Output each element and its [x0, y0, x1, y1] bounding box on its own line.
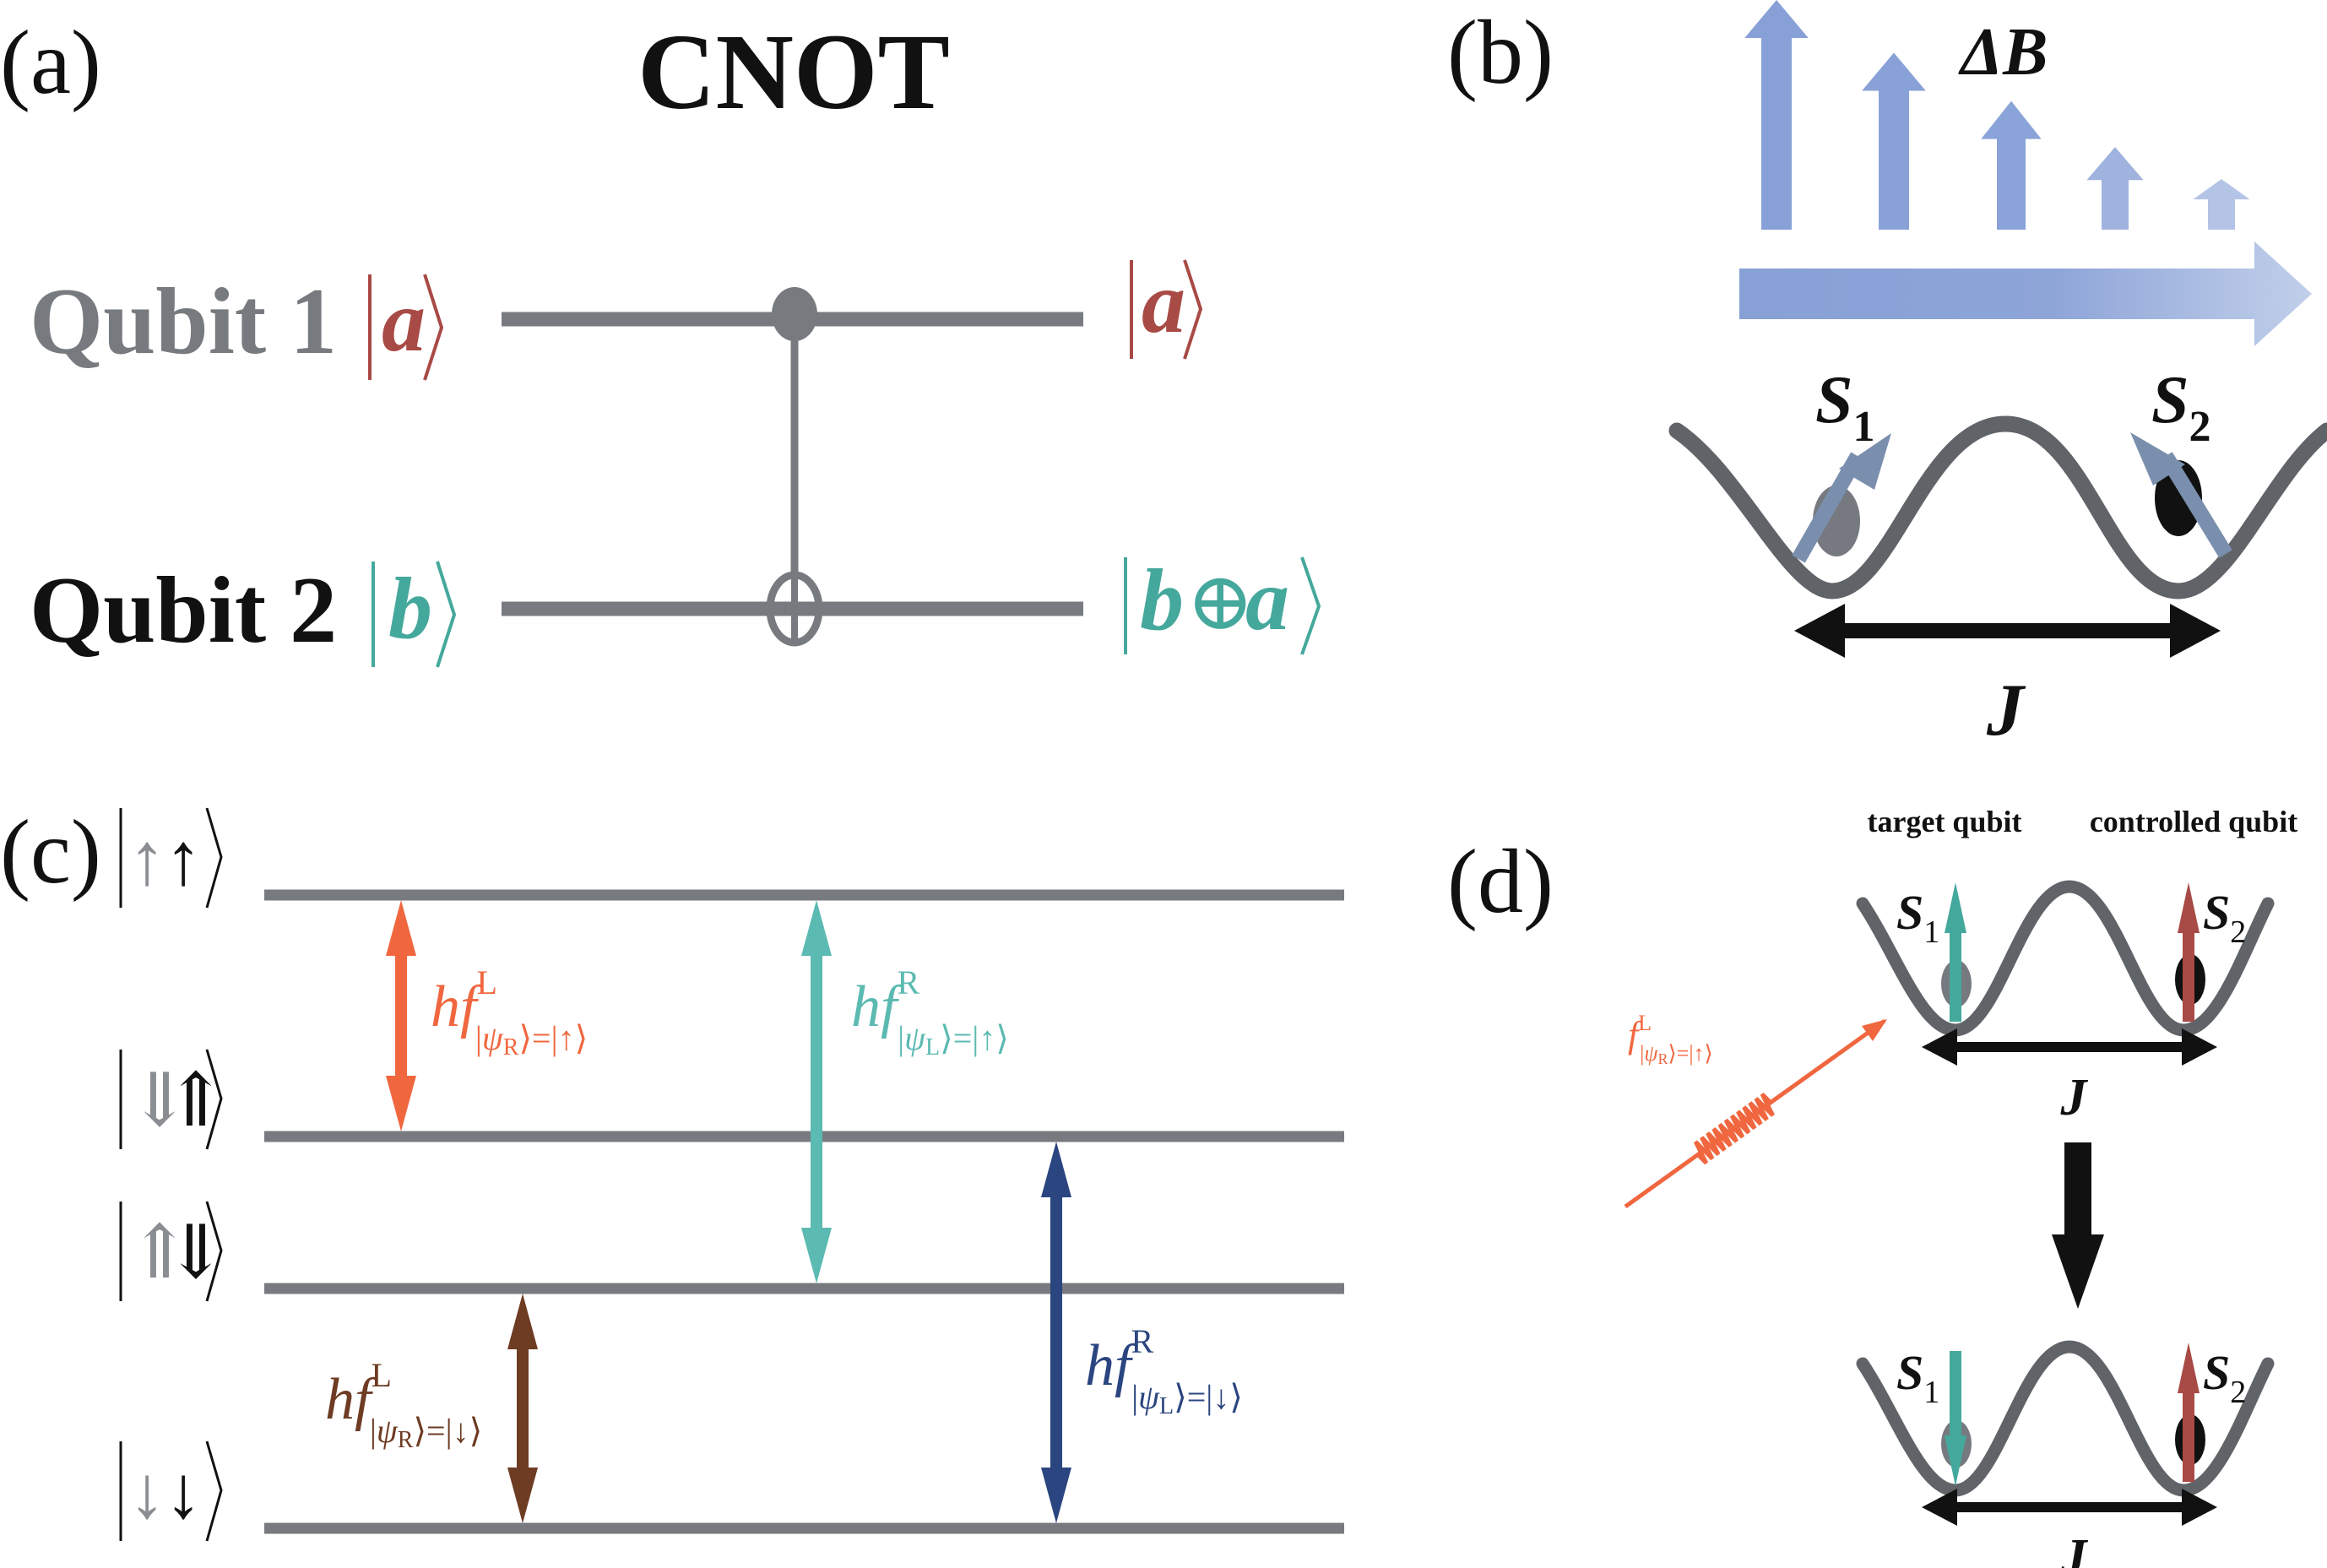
level-ket-down-up: ⇓⇑: [119, 1049, 227, 1150]
panel-label-b: (b): [1447, 3, 1554, 103]
j-label-d: J: [2060, 1529, 2089, 1568]
spin-arrow-s2: [2130, 432, 2232, 558]
s2-label-d: S2: [2203, 1345, 2246, 1410]
field-arrow: [1744, 0, 1809, 230]
transition-arrow-right-given-left-up: [801, 900, 832, 1283]
qubit1-label: Qubit 1: [30, 269, 337, 374]
ket-a-output: a: [1130, 254, 1203, 360]
ket-b-xor-a-output: b ⊕ a: [1124, 551, 1321, 655]
ket-out-a: a: [1245, 551, 1289, 648]
right-spin-symbol: ⇓: [165, 1213, 227, 1294]
ket-b-input: b: [372, 560, 457, 668]
field-arrow: [2193, 179, 2250, 230]
transition-down-arrow: [2052, 1142, 2104, 1309]
right-spin-symbol: ↑: [165, 819, 202, 901]
panel-a: (a) CNOT Qubit 1 Qubit 2 a b a: [0, 12, 1321, 668]
panel-b: (b) ΔB S1 S2 J: [1447, 0, 2327, 751]
s1-label-d: S1: [1896, 1345, 1939, 1410]
s2-label-b: S2: [2151, 363, 2211, 451]
well-potential: [1856, 1340, 2275, 1497]
xor-operator: ⊕: [1186, 556, 1254, 647]
panel-c: (c) ↑↑⇓⇑⇑⇓↓↓ hfL|ψR⟩=|↑⟩hfR|ψL⟩=|↑⟩hfL|ψ…: [0, 802, 1344, 1542]
left-spin-symbol: ↓: [128, 1452, 165, 1534]
delta-b-label: ΔB: [1958, 15, 2048, 90]
field-gradient-arrows: [1744, 0, 2250, 231]
double-well-before: S1 S2J: [1856, 880, 2275, 1126]
s1-label-d: S1: [1896, 885, 1939, 950]
level-ket-up-down: ⇑⇓: [119, 1201, 227, 1302]
j-label-d: J: [2060, 1069, 2089, 1126]
drive-frequency-label: fL|ψR⟩=|↑⟩: [1628, 1011, 1713, 1067]
spin2-up-arrow: [2178, 882, 2200, 933]
field-arrow: [1981, 100, 2042, 231]
transition-arrow-left-given-right-up: [386, 900, 416, 1131]
j-label-b: J: [1986, 670, 2026, 751]
transition-label-left-given-right-up: hfL|ψR⟩=|↑⟩: [431, 963, 588, 1061]
level-ket-up-up: ↑↑: [119, 807, 223, 909]
transition-label-right-given-left-down: hfR|ψL⟩=|↓⟩: [1085, 1322, 1243, 1419]
spin2-up-arrow: [2178, 1343, 2200, 1393]
field-direction-arrow: [1739, 241, 2312, 346]
ket-b-symbol: b: [388, 560, 432, 657]
transitions: hfL|ψR⟩=|↑⟩ hfR|ψL⟩=|↑⟩ hfL|ψR⟩=|↓⟩ hfR|ψL⟩…: [325, 900, 1243, 1523]
right-spin-symbol: ⇑: [165, 1061, 227, 1142]
spin1-up-arrow: [1945, 882, 1966, 933]
ket-a-out-symbol: a: [1142, 254, 1185, 351]
controlled-qubit-label: controlled qubit: [2090, 805, 2297, 838]
panel-label-c: (c): [0, 802, 101, 903]
transition-arrow-left-given-right-down: [507, 1294, 538, 1523]
spin-arrow-s1: [1792, 433, 1891, 563]
transition-label-right-given-left-up: hfR|ψL⟩=|↑⟩: [851, 963, 1009, 1061]
level-ket-down-down: ↓↓: [119, 1440, 223, 1542]
field-arrow: [1862, 52, 1926, 231]
panel-d: (d) target qubit controlled qubit fL|ψR⟩…: [1447, 805, 2297, 1568]
microwave-drive: fL|ψR⟩=|↑⟩: [1624, 1011, 1887, 1209]
panel-label-a: (a): [0, 13, 101, 113]
double-well-after: S1 S2J: [1856, 1340, 2275, 1568]
target-qubit-label: target qubit: [1868, 805, 2022, 838]
well-potential: [1856, 880, 2275, 1037]
target-xor-symbol: [766, 571, 823, 647]
energy-levels: ↑↑⇓⇑⇑⇓↓↓: [119, 807, 1344, 1542]
s1-label-b: S1: [1815, 363, 1875, 451]
right-spin-symbol: ↓: [165, 1452, 202, 1534]
spin1-down-arrow: [1945, 1435, 1966, 1486]
cnot-title: CNOT: [637, 12, 950, 132]
exchange-arrow-b: [1794, 604, 2221, 658]
ket-a-input: a: [368, 273, 444, 381]
ket-out-b: b: [1140, 551, 1184, 648]
exchange-arrow-d: [1922, 1489, 2217, 1526]
qubit2-label: Qubit 2: [30, 558, 337, 663]
field-arrow: [2086, 147, 2144, 230]
double-well-b: [1668, 415, 2327, 600]
ket-a-symbol: a: [382, 273, 426, 370]
transition-label-left-given-right-down: hfL|ψR⟩=|↓⟩: [325, 1356, 482, 1453]
transition-arrow-right-given-left-down: [1041, 1142, 1071, 1523]
s2-label-d: S2: [2203, 885, 2246, 950]
left-spin-symbol: ↑: [128, 819, 165, 901]
electron-2: [2155, 460, 2202, 536]
panel-label-d: (d): [1447, 832, 1554, 932]
control-dot: [772, 287, 817, 341]
left-spin-symbol: ⇓: [128, 1061, 191, 1142]
exchange-arrow-d: [1922, 1028, 2217, 1066]
left-spin-symbol: ⇑: [128, 1213, 191, 1294]
